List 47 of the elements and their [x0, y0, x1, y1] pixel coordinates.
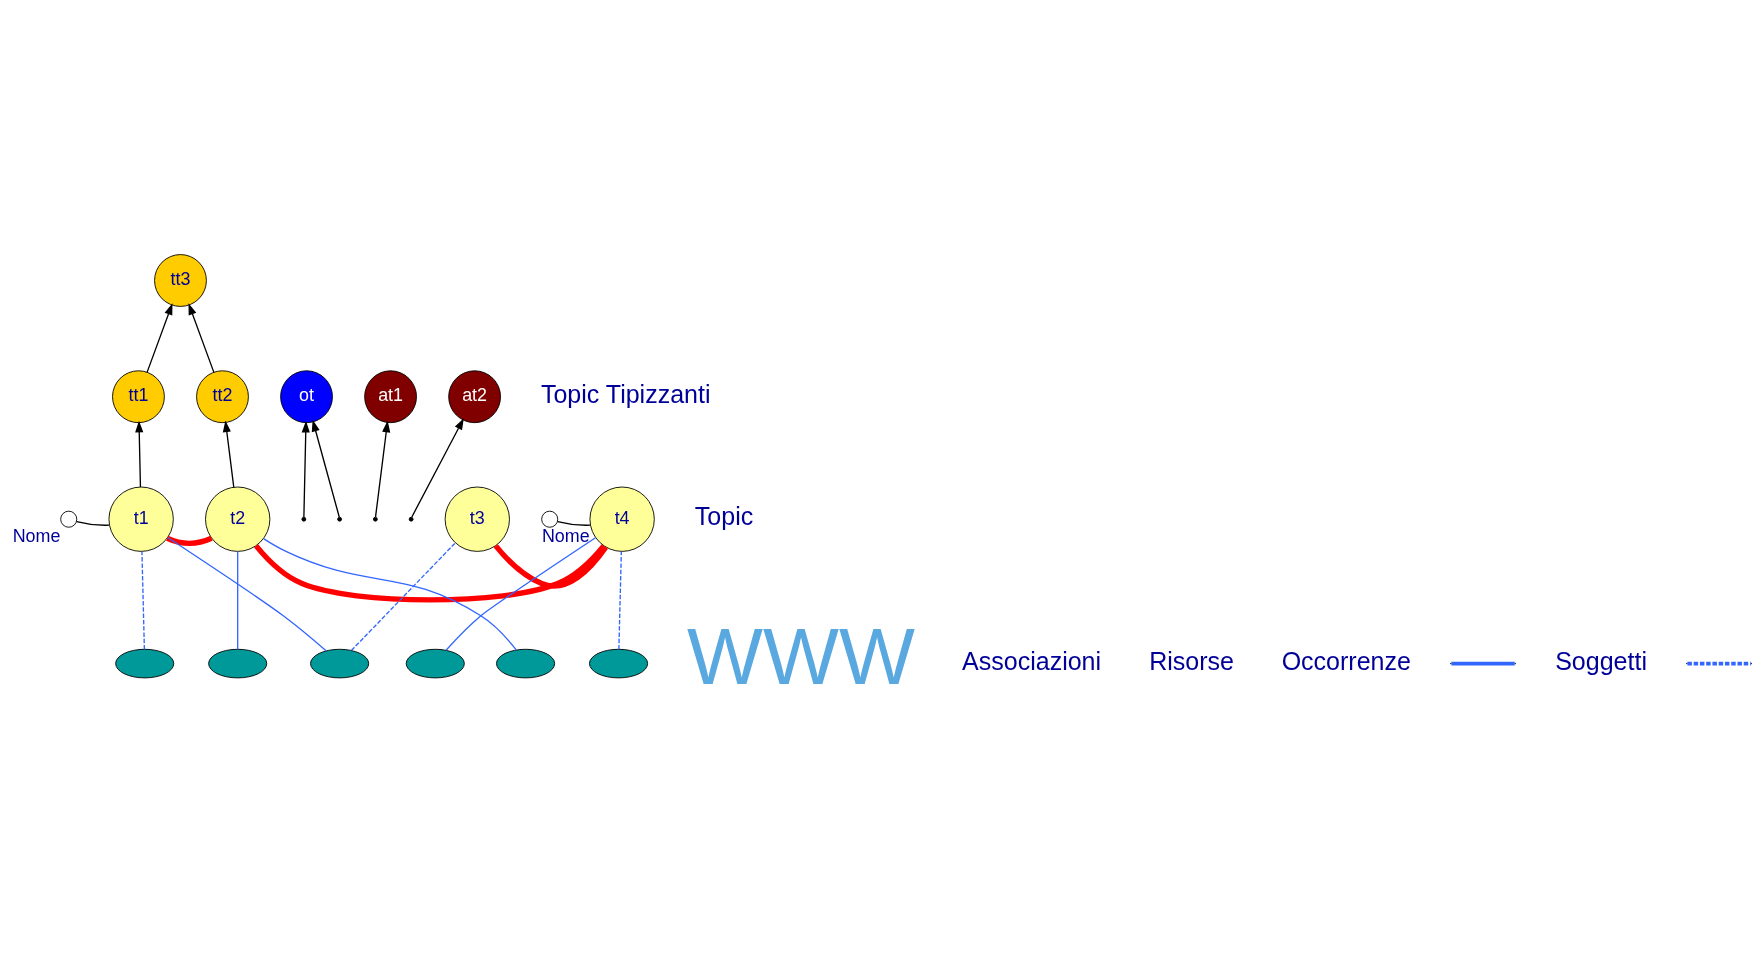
connector [556, 520, 592, 526]
label: Topic Tipizzanti [540, 379, 711, 408]
arrow [411, 417, 464, 518]
node-ellipse [310, 648, 370, 678]
connector [166, 535, 213, 546]
node-ellipse [496, 648, 556, 678]
node-ellipse [589, 648, 649, 678]
label: Associazioni [962, 646, 1102, 675]
node-circle: t3 [444, 486, 510, 552]
connector [445, 536, 597, 651]
arrow [301, 420, 310, 518]
connector [75, 520, 111, 526]
node-ellipse [405, 648, 465, 678]
node-circle: at1 [364, 369, 417, 423]
node-circle: ot [280, 369, 333, 423]
label: Risorse [1149, 646, 1235, 675]
connector [167, 536, 327, 651]
node-circle: t1 [108, 486, 174, 552]
connector [254, 543, 606, 603]
legend-label: Occorrenze [1281, 646, 1411, 675]
connector [350, 541, 457, 651]
node-label: Nome [12, 525, 61, 546]
node-circle [541, 510, 559, 528]
arrow [188, 302, 215, 373]
node-circle: tt2 [196, 369, 249, 423]
node-label: Nome [541, 525, 590, 546]
node-circle: tt3 [154, 253, 207, 307]
connector [618, 550, 622, 650]
arrow [374, 420, 391, 518]
label: WWW [687, 610, 915, 701]
connector [237, 550, 239, 650]
connector [262, 537, 517, 651]
connector [493, 543, 608, 589]
label: Topic [694, 501, 754, 530]
node-circle: t4 [589, 486, 655, 552]
arrow [135, 420, 144, 488]
node-circle: t2 [205, 486, 271, 552]
node-ellipse [208, 648, 268, 678]
arrow [146, 302, 173, 373]
node-circle: tt1 [112, 369, 165, 423]
connector [141, 550, 146, 650]
node-circle: at2 [448, 369, 501, 423]
node-circle [60, 510, 78, 528]
arrow [222, 420, 235, 488]
arrow [311, 419, 340, 518]
node-ellipse [115, 648, 175, 678]
legend-label: Soggetti [1555, 646, 1647, 675]
